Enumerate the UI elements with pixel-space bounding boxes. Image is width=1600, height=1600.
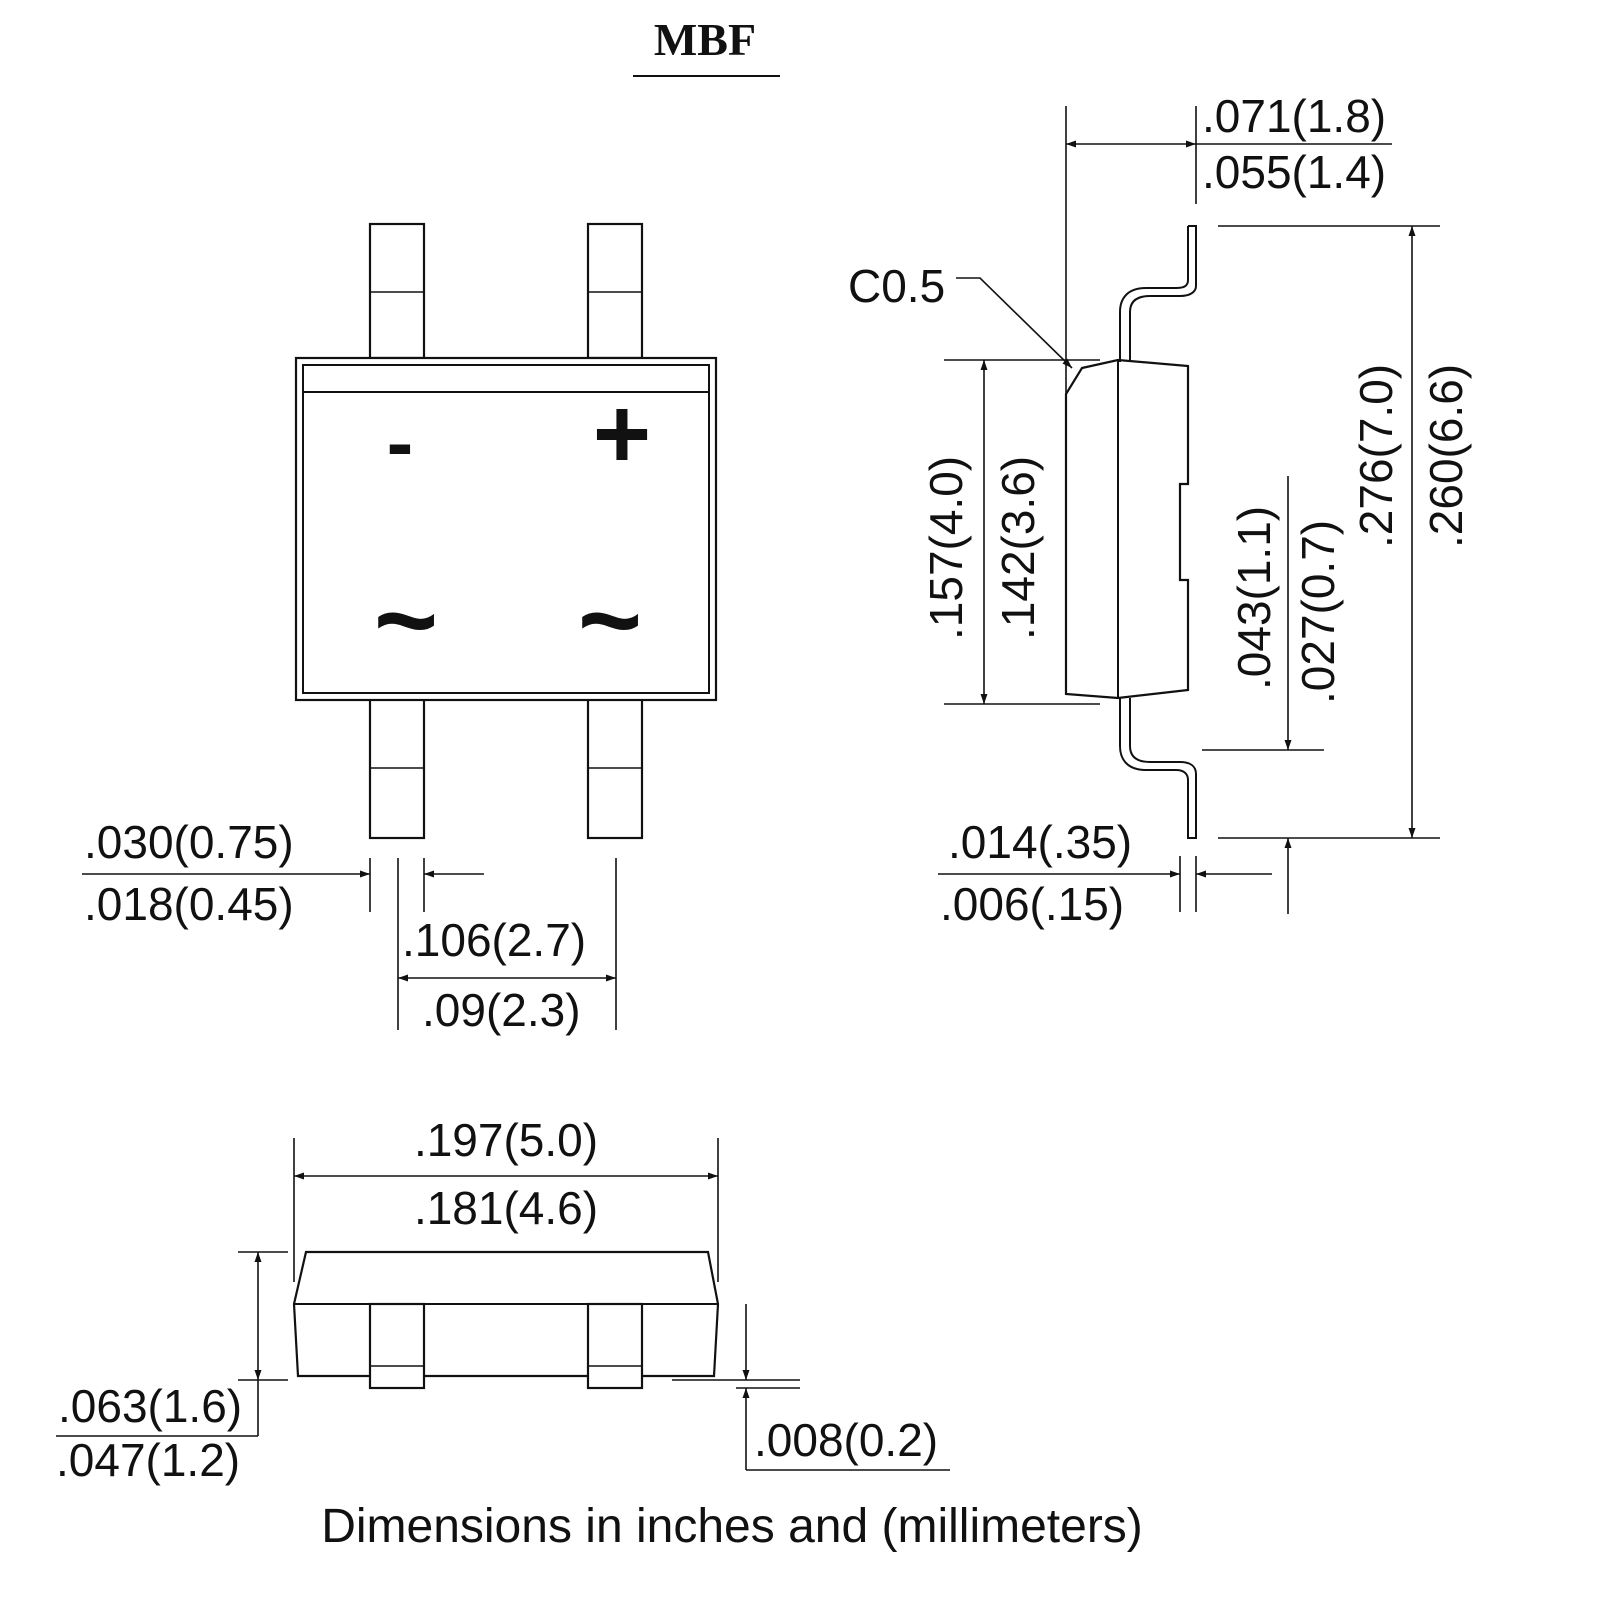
units-footnote: Dimensions in inches and (millimeters) [321, 1500, 1143, 1553]
standoff-max-label: .071(1.8) [1202, 90, 1386, 142]
package-body-top [294, 356, 718, 702]
lead-side-upper [1129, 225, 1197, 362]
drawing-title: MBF [654, 14, 756, 65]
chamfer-label: C0.5 [848, 260, 945, 312]
clearance-label: .008(0.2) [754, 1414, 938, 1466]
height-min-label: .047(1.2) [56, 1434, 240, 1486]
lead-top-right [586, 222, 644, 360]
lead-side-lower [1119, 698, 1197, 839]
height-max-label: .063(1.6) [58, 1380, 242, 1432]
lead-top-left [368, 222, 426, 360]
minus-marking: - [387, 398, 414, 487]
lead-pitch-min-label: .09(2.3) [422, 984, 581, 1036]
plus-marking: + [593, 378, 651, 490]
lead-thickness-max-label: .014(.35) [948, 816, 1132, 868]
lead-width-min-label: .018(0.45) [84, 878, 294, 930]
end-view: .197(5.0) .181(4.6) .063(1.6) .047(1.2) … [56, 1114, 950, 1486]
lead-thickness-min-label: .006(.15) [940, 878, 1124, 930]
side-view: .071(1.8) .055(1.4) C0.5 .157(4.0) .142(… [848, 90, 1472, 930]
body-height-max-label: .157(4.0) [920, 456, 972, 640]
package-body-side [1064, 358, 1190, 700]
overall-length-min-label: .260(6.6) [1420, 364, 1472, 548]
lead-width-max-label: .030(0.75) [84, 816, 294, 868]
standoff-min-label: .055(1.4) [1202, 146, 1386, 198]
body-width-max-label: .197(5.0) [414, 1114, 598, 1166]
foot-length-min-label: .027(0.7) [1292, 520, 1344, 704]
lead-end-left [368, 1302, 426, 1390]
ac-marking-right: ~ [578, 559, 642, 682]
overall-length-max-label: .276(7.0) [1350, 364, 1402, 548]
ac-marking-left: ~ [374, 559, 438, 682]
package-body-end [292, 1250, 720, 1378]
body-width-min-label: .181(4.6) [414, 1182, 598, 1234]
lead-end-right [586, 1302, 644, 1390]
foot-length-max-label: .043(1.1) [1228, 506, 1280, 690]
body-height-min-label: .142(3.6) [992, 456, 1044, 640]
lead-pitch-max-label: .106(2.7) [402, 914, 586, 966]
top-view: - + ~ ~ .030(0.75) .018(0.45) .106(2.7) … [82, 222, 718, 1036]
